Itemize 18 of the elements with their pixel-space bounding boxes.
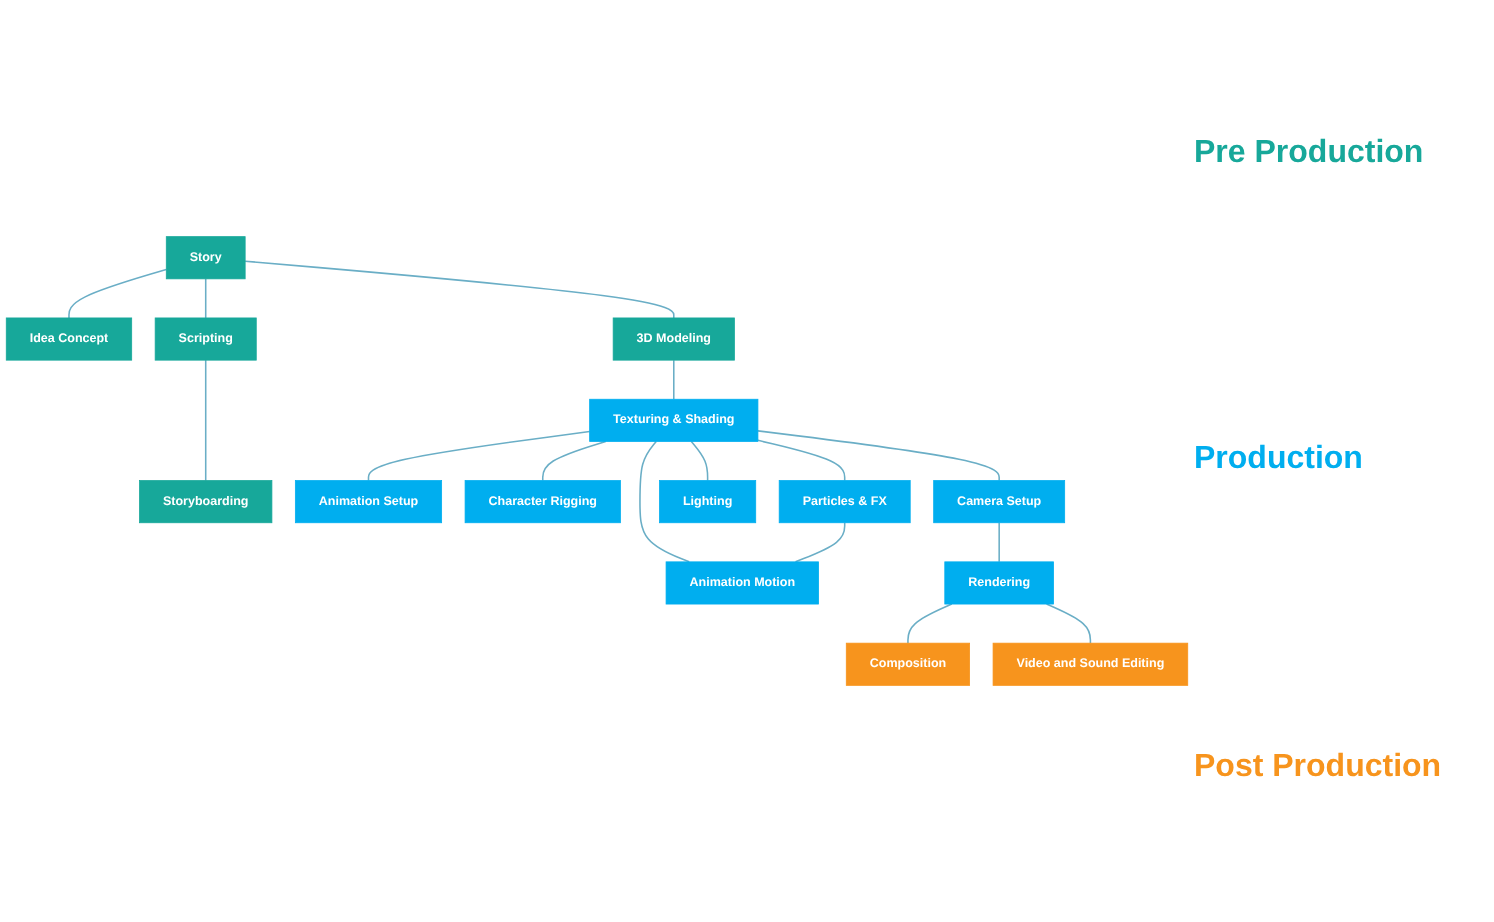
connector: [244, 260, 675, 319]
phase-label: Production: [1194, 442, 1365, 479]
connector: [68, 268, 168, 319]
phase-label: Pre Production: [1194, 135, 1426, 172]
connector: [639, 440, 690, 563]
connector: [690, 440, 709, 482]
connector: [204, 278, 207, 319]
connector: [907, 603, 953, 644]
connector: [794, 522, 846, 563]
connector: [998, 522, 1000, 563]
phase-label: Post Production: [1194, 750, 1444, 787]
connector: [367, 430, 591, 482]
connector: [1045, 603, 1092, 644]
connector: [204, 359, 207, 482]
connector: [757, 430, 1000, 482]
connector: [757, 439, 846, 482]
connector: [673, 359, 675, 400]
connector: [541, 440, 607, 482]
